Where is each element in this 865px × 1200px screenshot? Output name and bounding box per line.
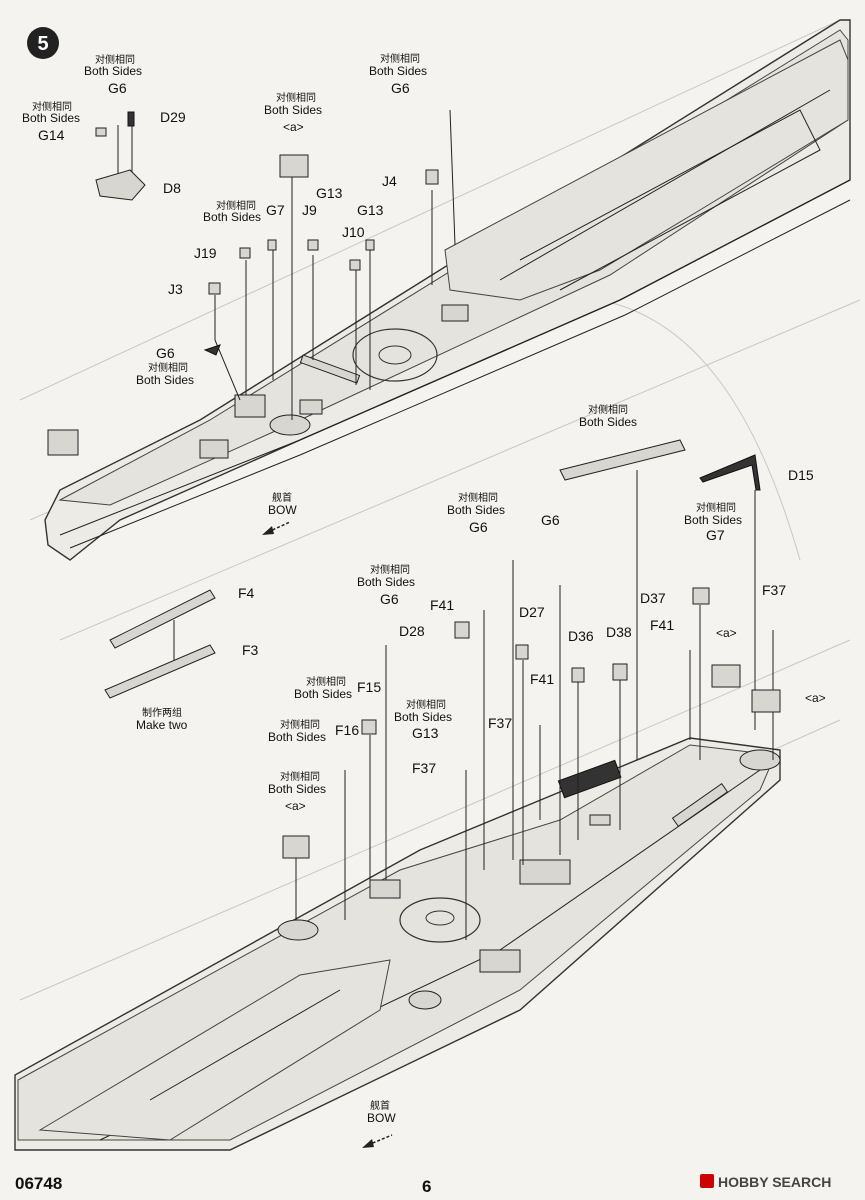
- part-label-j19: J19: [194, 245, 217, 261]
- small-parts: [95, 111, 781, 859]
- part-label-j9: J9: [302, 202, 317, 218]
- part-label-d38: D38: [606, 624, 632, 640]
- part-label-g13: G13: [357, 202, 384, 218]
- bow-en-label: BOW: [268, 503, 297, 517]
- both-sides-en-label: Both Sides: [264, 103, 322, 117]
- step-badge: 5: [27, 27, 59, 59]
- watermark: HOBBY SEARCH: [700, 1174, 831, 1190]
- part-label-f41: F41: [650, 617, 674, 633]
- part-label-g14: G14: [38, 127, 65, 143]
- part-label-j4: J4: [382, 173, 397, 189]
- part-label-d36: D36: [568, 628, 594, 644]
- both-sides-en-label: Both Sides: [684, 513, 742, 527]
- part-label-d8: D8: [163, 180, 181, 196]
- catalog-number: 06748: [15, 1174, 62, 1193]
- both-sides-en-label: Both Sides: [268, 730, 326, 744]
- both-sides-cn-label: 对侧相同: [276, 91, 316, 104]
- part-label-f37: F37: [762, 582, 786, 598]
- part-label-f15: F15: [357, 679, 381, 695]
- part-label-g6: G6: [108, 80, 127, 96]
- watermark-text: HOBBY SEARCH: [718, 1174, 831, 1190]
- both-sides-cn-label: 对侧相同: [32, 100, 72, 113]
- part-label-g6: G6: [391, 80, 410, 96]
- both-sides-cn-label: 对侧相同: [306, 675, 346, 688]
- leader-lines: [117, 109, 774, 940]
- both-sides-en-label: Both Sides: [203, 210, 261, 224]
- step-number: 5: [37, 33, 48, 55]
- both-sides-cn-label: 对侧相同: [95, 53, 135, 66]
- part-label-g13: G13: [316, 185, 343, 201]
- part-label-g13: G13: [412, 725, 439, 741]
- part-label-f3: F3: [242, 642, 259, 658]
- both-sides-cn-label: 对侧相同: [280, 718, 320, 731]
- subassembly-a-label: <a>: [805, 691, 826, 705]
- part-label-g6: G6: [469, 519, 488, 535]
- bow-en-label: BOW: [367, 1111, 396, 1125]
- both-sides-cn-label: 对侧相同: [216, 199, 256, 212]
- part-label-d15: D15: [788, 467, 814, 483]
- make-two-cn-label: 制作两组: [142, 706, 182, 719]
- bow-cn-label: 舰首: [370, 1099, 390, 1112]
- both-sides-cn-label: 对侧相同: [458, 491, 498, 504]
- part-label-j3: J3: [168, 281, 183, 297]
- part-label-f41: F41: [530, 671, 554, 687]
- part-label-d28: D28: [399, 623, 425, 639]
- part-label-g7: G7: [266, 202, 285, 218]
- subassembly-a-label: <a>: [285, 799, 306, 813]
- part-label-f41: F41: [430, 597, 454, 613]
- page-number: 6: [422, 1177, 431, 1196]
- part-label-g6: G6: [380, 591, 399, 607]
- both-sides-en-label: Both Sides: [294, 687, 352, 701]
- part-label-f4: F4: [238, 585, 255, 601]
- part-label-f16: F16: [335, 722, 359, 738]
- both-sides-en-label: Both Sides: [84, 64, 142, 78]
- both-sides-en-label: Both Sides: [579, 415, 637, 429]
- both-sides-cn-label: 对侧相同: [148, 361, 188, 374]
- both-sides-cn-label: 对侧相同: [406, 698, 446, 711]
- both-sides-en-label: Both Sides: [136, 373, 194, 387]
- part-label-g7: G7: [706, 527, 725, 543]
- both-sides-cn-label: 对侧相同: [380, 52, 420, 65]
- part-label-f37: F37: [488, 715, 512, 731]
- part-label-g6: G6: [156, 345, 175, 361]
- make-two-en-label: Make two: [136, 718, 188, 732]
- both-sides-en-label: Both Sides: [447, 503, 505, 517]
- both-sides-cn-label: 对侧相同: [696, 501, 736, 514]
- both-sides-en-label: Both Sides: [357, 575, 415, 589]
- labels: 对侧相同 Both Sides G6 D29 对侧相同 Both Sides G…: [15, 52, 826, 1196]
- both-sides-cn-label: 对侧相同: [370, 563, 410, 576]
- both-sides-en-label: Both Sides: [394, 710, 452, 724]
- part-label-d27: D27: [519, 604, 545, 620]
- bow-cn-label: 舰首: [272, 491, 292, 504]
- part-label-d29: D29: [160, 109, 186, 125]
- upper-hull-assembly: [44, 19, 851, 561]
- part-label-f37: F37: [412, 760, 436, 776]
- both-sides-cn-label: 对侧相同: [280, 770, 320, 783]
- both-sides-cn-label: 对侧相同: [588, 403, 628, 416]
- both-sides-en-label: Both Sides: [22, 111, 80, 125]
- part-label-j10: J10: [342, 224, 365, 240]
- both-sides-en-label: Both Sides: [369, 64, 427, 78]
- both-sides-en-label: Both Sides: [268, 782, 326, 796]
- bow-arrows: [262, 521, 393, 1148]
- subassembly-a-label: <a>: [283, 120, 304, 134]
- part-label-g6: G6: [541, 512, 560, 528]
- part-label-d37: D37: [640, 590, 666, 606]
- subassembly-a-label: <a>: [716, 626, 737, 640]
- lower-hull-assembly: [14, 737, 781, 1151]
